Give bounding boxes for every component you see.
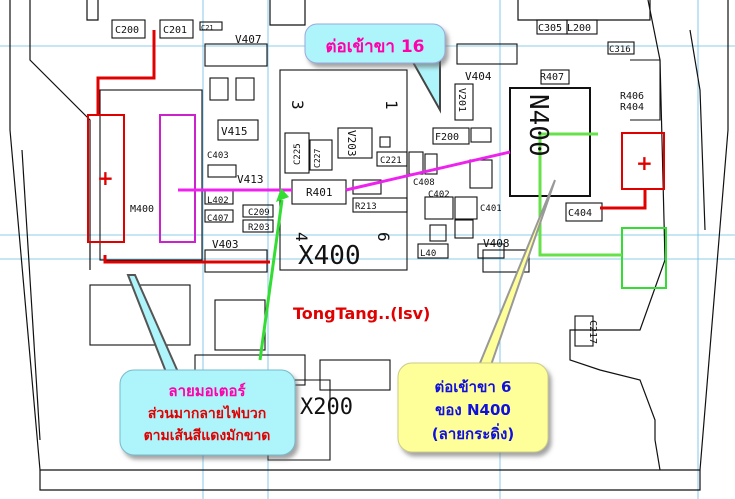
magenta-trace-right bbox=[345, 150, 511, 192]
label-c217: C217 bbox=[587, 320, 598, 344]
magenta-traces bbox=[178, 150, 511, 192]
label-c316: C316 bbox=[609, 45, 631, 55]
motor-pads bbox=[87, 114, 196, 243]
label-c209: C209 bbox=[248, 208, 270, 218]
label-pin3: 3 bbox=[288, 100, 307, 110]
callout-pin6-line1: ต่อเข้าขา 6 bbox=[435, 378, 512, 396]
label-r401: R401 bbox=[306, 186, 333, 199]
callout-motor-line2: ส่วนมากลายไฟบวก bbox=[148, 404, 266, 422]
component-labels: C200 C201 C21 V407 C305 L200 C316 V404 R… bbox=[97, 23, 653, 420]
green-arrow bbox=[258, 199, 284, 361]
green-trace-bracket bbox=[538, 132, 622, 257]
callout-pin6-line3: (ลายกระดิ่ง) bbox=[432, 423, 514, 443]
red-traces bbox=[96, 30, 647, 264]
callout-motor bbox=[119, 369, 296, 456]
label-v203: V203 bbox=[345, 130, 358, 157]
callout-pin16-text: ต่อเข้าขา 16 bbox=[326, 37, 425, 57]
callout-pin16 bbox=[304, 23, 446, 64]
label-r407: R407 bbox=[540, 72, 564, 83]
label-v407: V407 bbox=[235, 33, 262, 46]
label-pin1: 1 bbox=[382, 100, 401, 110]
label-c227: C227 bbox=[313, 149, 322, 168]
label-c225: C225 bbox=[293, 143, 303, 165]
label-l401: L40 bbox=[420, 249, 436, 259]
label-c408: C408 bbox=[413, 178, 435, 188]
motor-pad-minus bbox=[159, 114, 196, 243]
callout-motor-line3: ตามเส้นสีแดงมักขาด bbox=[144, 428, 271, 444]
label-r404: R404 bbox=[620, 102, 644, 113]
label-v403: V403 bbox=[212, 238, 239, 251]
label-c403: C403 bbox=[207, 151, 229, 161]
red-trace-bottom bbox=[103, 255, 270, 264]
label-x200: X200 bbox=[300, 395, 353, 420]
speaker-pad-plus bbox=[621, 132, 665, 190]
label-c402: C402 bbox=[428, 190, 450, 200]
label-v415: V415 bbox=[221, 125, 248, 138]
label-v404: V404 bbox=[465, 70, 492, 83]
callout-pin6 bbox=[397, 362, 549, 453]
label-l402: L402 bbox=[207, 196, 229, 206]
label-c404: C404 bbox=[568, 208, 592, 219]
label-plus-speaker: + bbox=[636, 151, 653, 175]
motor-pad-plus bbox=[87, 114, 125, 243]
label-c407: C407 bbox=[207, 214, 229, 224]
label-c210: C21 bbox=[201, 24, 214, 32]
red-trace-top bbox=[96, 30, 156, 115]
callout-pin6-line2: ของ N400 bbox=[435, 401, 511, 419]
label-r406: R406 bbox=[620, 91, 644, 102]
label-r203: R203 bbox=[248, 223, 270, 233]
label-c221: C221 bbox=[380, 156, 402, 166]
label-x400: X400 bbox=[298, 241, 361, 271]
label-pin4: 4 bbox=[292, 232, 311, 242]
label-m400: M400 bbox=[130, 204, 154, 215]
label-c200: C200 bbox=[115, 25, 139, 36]
label-plus-motor: + bbox=[97, 166, 114, 190]
label-n400: N400 bbox=[523, 94, 553, 157]
label-v408: V408 bbox=[483, 237, 510, 250]
label-r213: R213 bbox=[355, 202, 377, 212]
label-v413: V413 bbox=[237, 173, 264, 186]
label-l200: L200 bbox=[567, 23, 591, 34]
red-trace-speaker bbox=[600, 190, 647, 210]
watermark-text: TongTang..(lsv) bbox=[293, 304, 430, 323]
label-v201: V201 bbox=[456, 88, 467, 112]
label-c305: C305 bbox=[538, 23, 562, 34]
label-c401: C401 bbox=[480, 204, 502, 214]
speaker-pad-minus bbox=[621, 227, 667, 289]
green-arrowhead bbox=[276, 188, 289, 202]
motor-pointer bbox=[126, 274, 180, 373]
label-c201: C201 bbox=[163, 25, 187, 36]
callout-motor-line1: ลายมอเตอร์ bbox=[168, 382, 246, 400]
label-f200: F200 bbox=[435, 132, 459, 143]
board-outline bbox=[9, 0, 729, 491]
label-pin6: 6 bbox=[374, 232, 393, 242]
